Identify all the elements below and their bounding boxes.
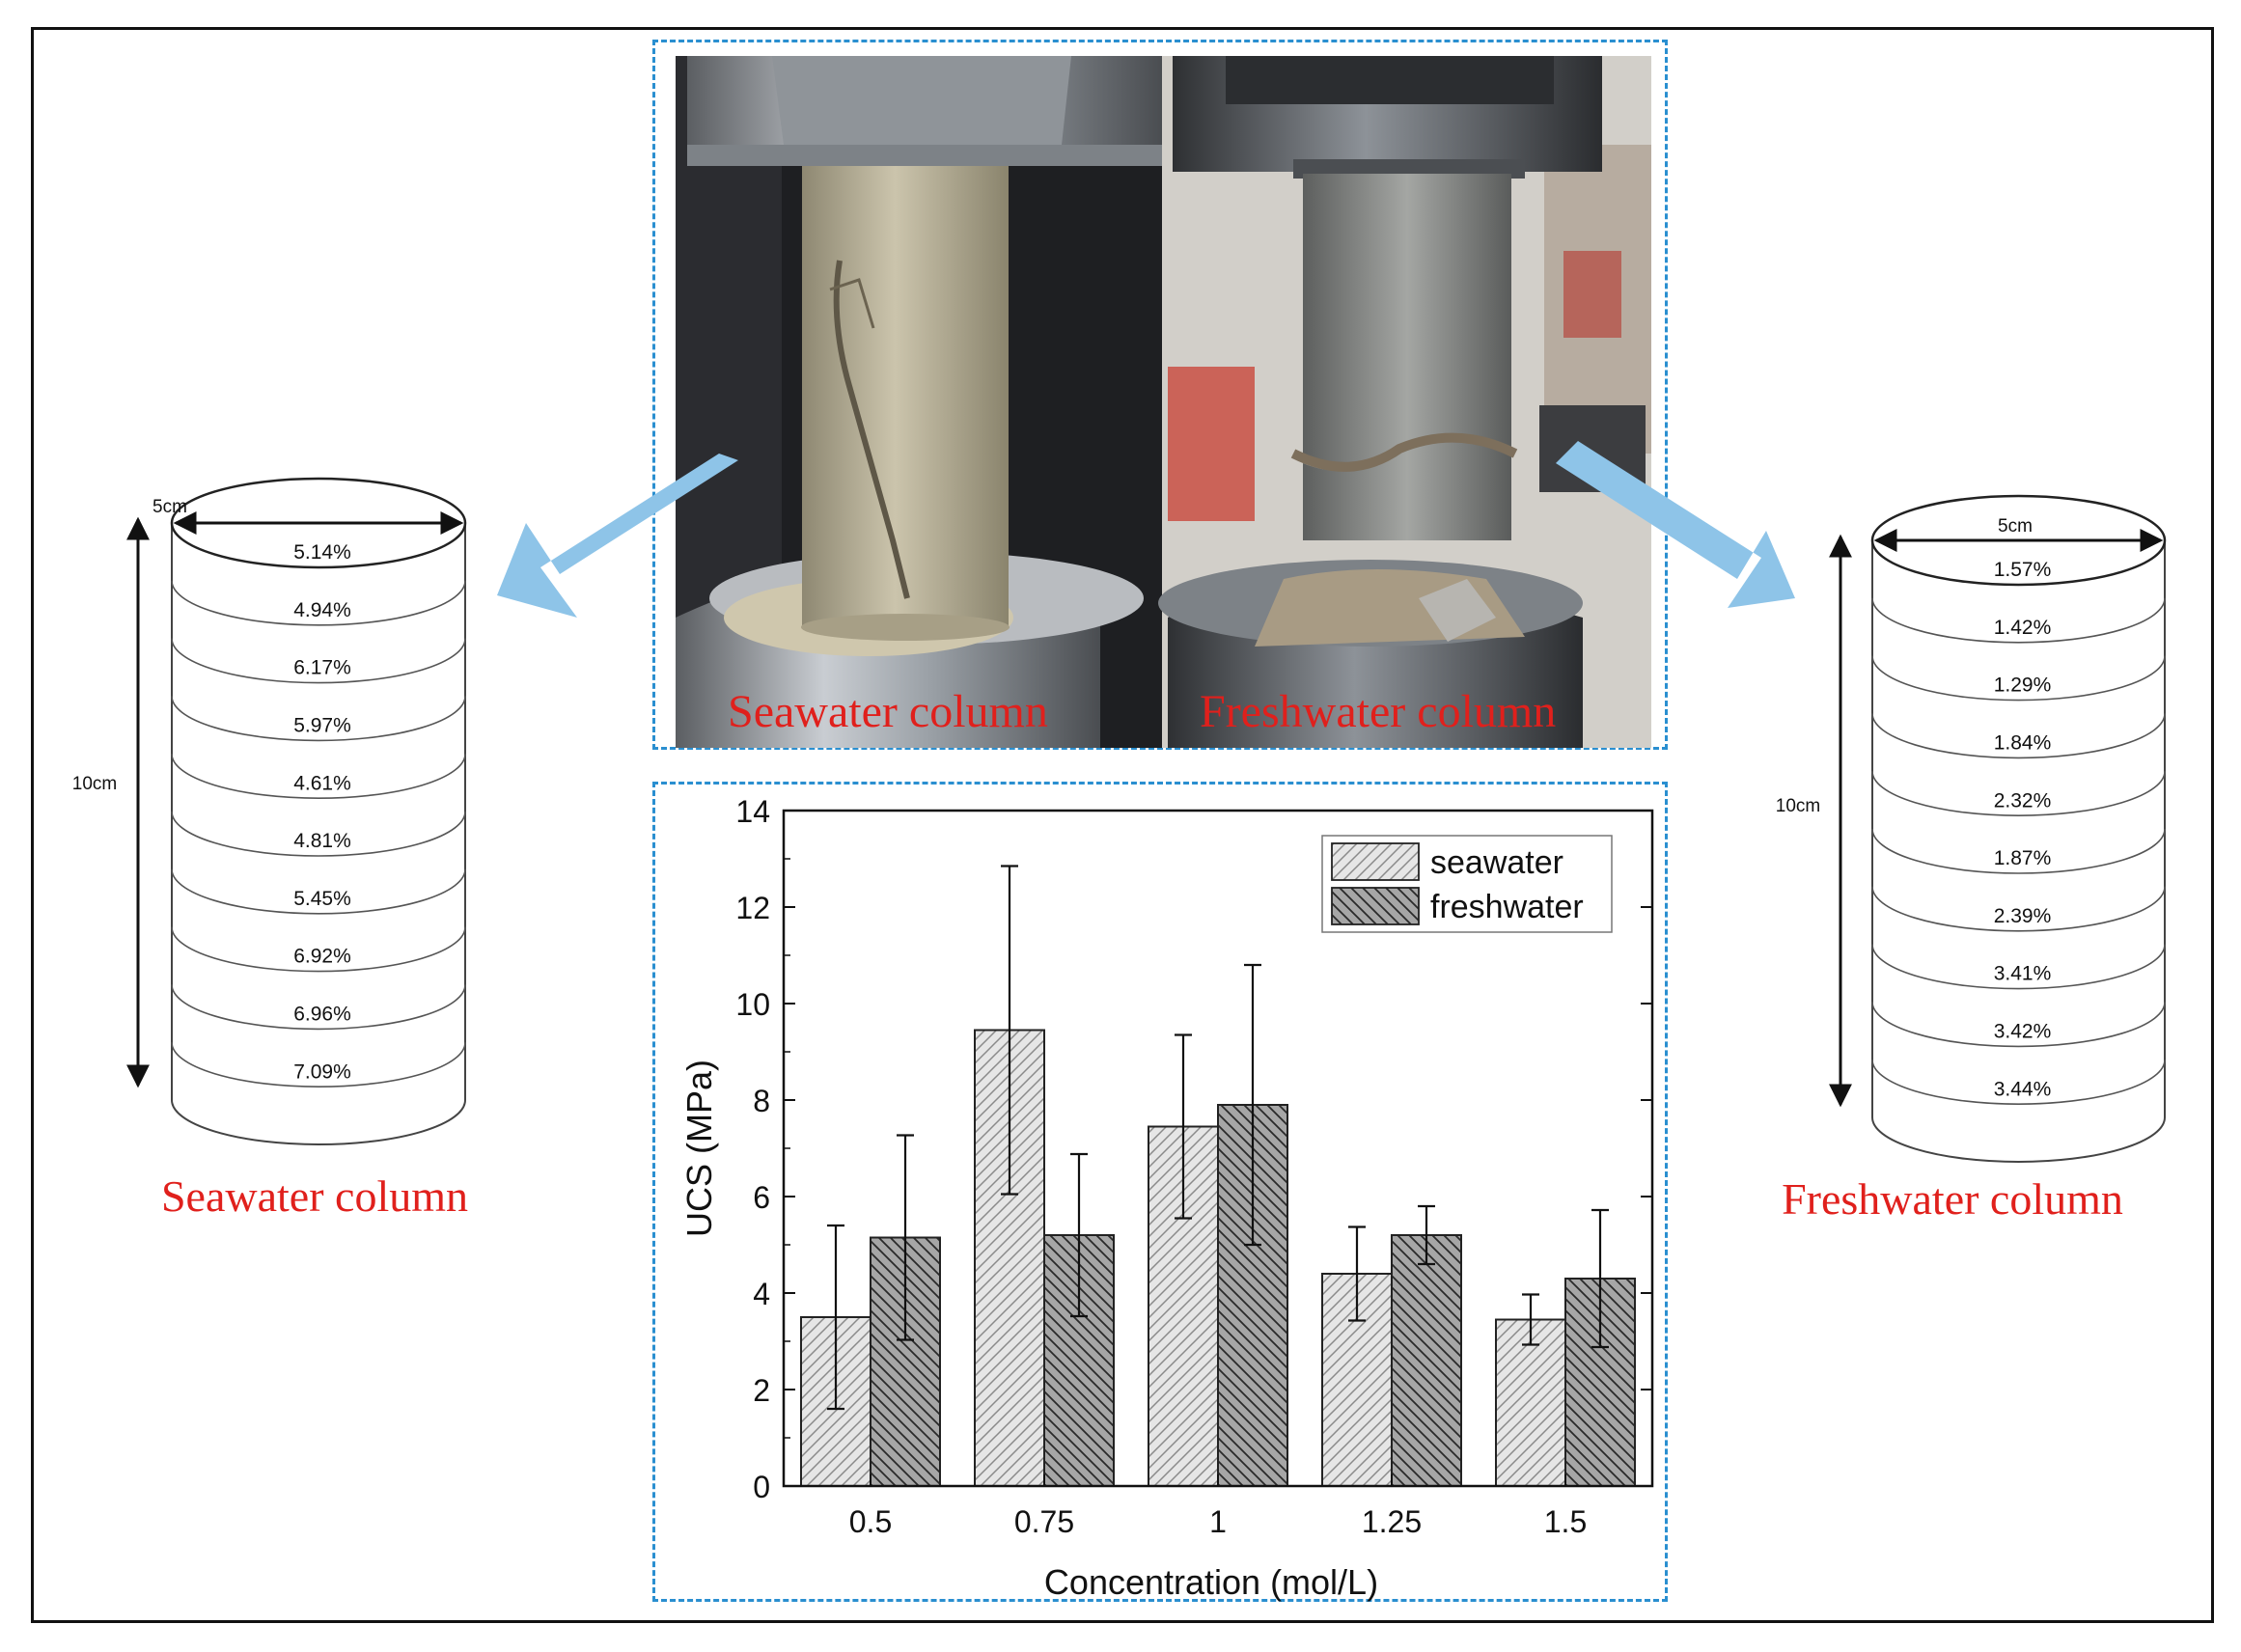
freshwater_column-layer-line [1871, 886, 2166, 932]
seawater-height-label: 10cm [72, 774, 117, 794]
chart-frame [652, 782, 1668, 1602]
freshwater_column-layer-line [1871, 713, 2166, 759]
seawater-bar [1148, 1125, 1219, 1487]
freshwater-bar [1391, 1234, 1462, 1487]
freshwater_column-layer-value: 1.57% [1994, 559, 2052, 581]
seawater_column-layer-value: 6.96% [293, 1003, 351, 1025]
x-tick-label: 1.5 [1544, 1504, 1587, 1539]
seawater_column-layer-line [171, 868, 466, 915]
freshwater-diameter-label: 5cm [1998, 516, 2033, 537]
x-tick-label: 0.75 [1014, 1504, 1074, 1539]
seawater-column-diagram: 5.14% 4.94% 6.17% 5.97% 4.61% 4.81% 5.45% 6.92%… [126, 477, 467, 1145]
arrow-right [1556, 441, 1795, 608]
seawater_column-layer-value: 4.61% [293, 772, 351, 794]
freshwater_column-layer-line [1871, 655, 2166, 702]
seawater-legend-label: seawater [1430, 844, 1563, 881]
outer-frame [31, 27, 2214, 1623]
seawater_column-layer-value: 4.81% [293, 830, 351, 852]
seawater_column-layer-value: 5.97% [293, 714, 351, 736]
seawater_column-layer-value: 6.17% [293, 657, 351, 679]
seawater_column-layer-value: 7.09% [293, 1060, 351, 1083]
freshwater_column-layer-value: 2.39% [1994, 905, 2052, 927]
chart-bars [800, 865, 1636, 1487]
freshwater_column-layer-line [1871, 828, 2166, 874]
freshwater-column-diagram: 1.57% 1.42% 1.29% 1.84% 2.32% 1.87% 2.39% 3.41%… [1829, 494, 2167, 1163]
seawater-column-title: Seawater column [161, 1171, 468, 1221]
freshwater_column-layer-line [1871, 1060, 2166, 1105]
freshwater-column-title: Freshwater column [1782, 1174, 2123, 1224]
freshwater_column-layer-value: 1.29% [1994, 675, 2052, 697]
freshwater_column-layer-value: 2.32% [1994, 789, 2052, 812]
freshwater_column-layer-value: 1.84% [1994, 731, 2052, 754]
seawater_column-layer-value: 5.14% [293, 541, 351, 564]
seawater-legend-swatch [1331, 842, 1420, 881]
x-tick-label: 1 [1209, 1504, 1227, 1539]
ucs-bar-chart: 0 2 4 6 8 10 12 14 0.5 0.75 1 1.25 1.5 seawater fresh… [679, 794, 1654, 1602]
seawater_column-layer-line [171, 984, 466, 1031]
freshwater_column-layer-value: 1.42% [1994, 617, 2052, 639]
freshwater_column-layer-value: 3.41% [1994, 963, 2052, 985]
y-tick-label: 10 [735, 987, 770, 1022]
freshwater-legend-swatch [1331, 887, 1420, 925]
freshwater_column-layer-value: 3.44% [1994, 1078, 2052, 1100]
y-tick-label: 4 [753, 1277, 770, 1311]
seawater_column-layer-line [171, 1042, 466, 1088]
seawater_column-layer-line [171, 926, 466, 973]
x-tick-label: 1.25 [1362, 1504, 1422, 1539]
chart-axes: 0 2 4 6 8 10 12 14 0.5 0.75 1 1.25 1.5 [735, 794, 1654, 1539]
x-axis-label: Concentration (mol/L) [1044, 1562, 1378, 1602]
photo-caption-freshwater: Freshwater column [1200, 686, 1556, 737]
freshwater_column-layer-value: 3.42% [1994, 1020, 2052, 1042]
y-axis-label: UCS (MPa) [679, 1060, 719, 1237]
seawater-diameter-label: 5cm [152, 497, 187, 517]
y-tick-label: 2 [753, 1373, 770, 1408]
freshwater-height-label: 10cm [1776, 796, 1820, 816]
freshwater-legend-label: freshwater [1430, 889, 1584, 925]
seawater-photo [676, 56, 1162, 748]
seawater_column-layer-line [171, 811, 466, 857]
y-tick-label: 6 [753, 1180, 770, 1215]
chart-legend: seawater freshwater [1321, 835, 1613, 933]
seawater_column-layer-value: 6.92% [293, 946, 351, 968]
freshwater-photo [1158, 56, 1651, 748]
seawater_column-layer-line [171, 580, 466, 626]
seawater_column-layer-line [171, 638, 466, 684]
photo-frame [652, 40, 1668, 750]
seawater_column-layer-value: 5.45% [293, 888, 351, 910]
arrow-left [497, 454, 738, 618]
freshwater_column-layer-value: 1.87% [1994, 847, 2052, 869]
seawater_column-layer-value: 4.94% [293, 599, 351, 621]
seawater_column-layer-line [171, 754, 466, 799]
freshwater_column-body [1871, 540, 2166, 1163]
y-tick-label: 0 [753, 1470, 770, 1504]
y-tick-label: 8 [753, 1084, 770, 1118]
seawater_column-layer-line [171, 696, 466, 742]
y-tick-label: 14 [735, 794, 770, 829]
freshwater_column-layer-line [1871, 1002, 2166, 1048]
freshwater_column-layer-line [1871, 597, 2166, 644]
photo-caption-seawater: Seawater column [728, 686, 1048, 737]
freshwater_column-layer-line [1871, 771, 2166, 816]
y-tick-label: 12 [735, 891, 770, 925]
seawater_column-body [171, 523, 466, 1145]
freshwater_column-layer-line [1871, 944, 2166, 990]
x-tick-label: 0.5 [849, 1504, 892, 1539]
